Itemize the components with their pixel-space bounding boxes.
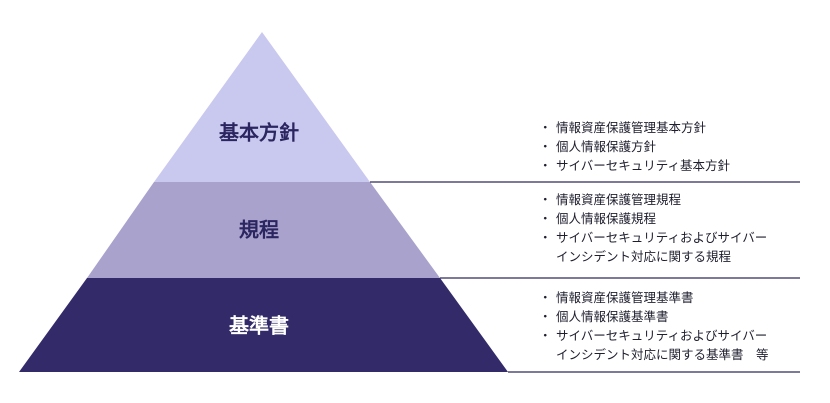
list-item: 情報資産保護管理基準書 — [539, 288, 769, 307]
list-item: サイバーセキュリティおよびサイバー インシデント対応に関する規程 — [539, 228, 767, 266]
tier-label-policy: 基本方針 — [219, 121, 299, 145]
pyramid-tier-policy — [154, 32, 370, 182]
list-item: 情報資産保護管理基本方針 — [539, 118, 730, 137]
list-item: サイバーセキュリティおよびサイバー インシデント対応に関する基準書 等 — [539, 326, 769, 364]
list-item: 個人情報保護規程 — [539, 209, 767, 228]
list-item: 情報資産保護管理規程 — [539, 190, 767, 209]
tier-label-standards: 基準書 — [229, 314, 289, 338]
pyramid-tier-standards — [19, 278, 508, 372]
list-item: サイバーセキュリティ基本方針 — [539, 156, 730, 175]
pyramid-tier-rules — [87, 182, 440, 278]
standards-document-list: 情報資産保護管理基準書 個人情報保護基準書 サイバーセキュリティおよびサイバー … — [539, 288, 769, 364]
list-item: 個人情報保護方針 — [539, 137, 730, 156]
tier-label-rules: 規程 — [239, 218, 279, 242]
rules-document-list: 情報資産保護管理規程 個人情報保護規程 サイバーセキュリティおよびサイバー イン… — [539, 190, 767, 266]
policy-document-list: 情報資産保護管理基本方針 個人情報保護方針 サイバーセキュリティ基本方針 — [539, 118, 730, 175]
list-item: 個人情報保護基準書 — [539, 307, 769, 326]
